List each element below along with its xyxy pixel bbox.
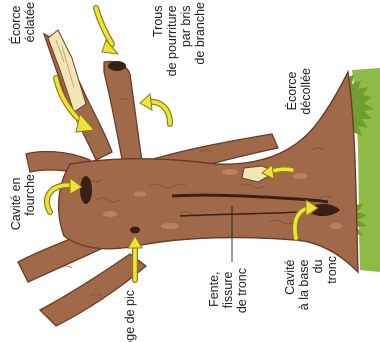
label-cavite-base-line4: tronc	[325, 256, 339, 284]
label-cavite-fourche: Cavité en fourche	[9, 174, 37, 230]
label-ecorce-eclatee-line1: Écorce	[8, 5, 23, 44]
label-loge-pic-line1: Loge de pic	[123, 290, 137, 342]
label-cavite-base: Cavité à la base du tronc	[283, 256, 339, 310]
label-fente-tronc: Fente, fissure de tronc	[207, 268, 249, 313]
label-cavite-base-line1: Cavité	[283, 259, 297, 294]
rot-hole	[108, 61, 126, 71]
label-fente-tronc-line3: de tronc	[235, 268, 249, 313]
label-trous-pourriture: Trous de pourriture par bris de branche	[151, 2, 207, 76]
woodpecker-hole	[130, 227, 140, 234]
label-loge-pic: Loge de pic	[123, 290, 137, 342]
label-trous-pourriture-line1: Trous	[151, 5, 165, 37]
label-cavite-base-line3: du	[311, 259, 325, 273]
label-trous-pourriture-line4: de branche	[193, 2, 207, 65]
label-trous-pourriture-line3: par bris	[179, 5, 193, 47]
label-ecorce-decollee-line2: décollée	[299, 68, 313, 115]
label-ecorce-eclatee-line2: éclatée	[23, 2, 37, 42]
label-fente-tronc-line2: fissure	[221, 271, 235, 308]
label-ecorce-eclatee: Écorce éclatée	[8, 2, 37, 44]
label-ecorce-decollee-line1: Écorce	[284, 71, 299, 110]
label-cavite-base-line2: à la base	[297, 259, 311, 310]
fork-cavity	[80, 176, 92, 204]
label-fente-tronc-line1: Fente,	[207, 271, 221, 306]
label-cavite-fourche-line1: Cavité en	[9, 177, 23, 230]
label-trous-pourriture-line2: de pourriture	[165, 5, 179, 76]
label-ecorce-decollee: Écorce décollée	[284, 68, 313, 115]
label-cavite-fourche-line2: fourche	[23, 174, 37, 216]
